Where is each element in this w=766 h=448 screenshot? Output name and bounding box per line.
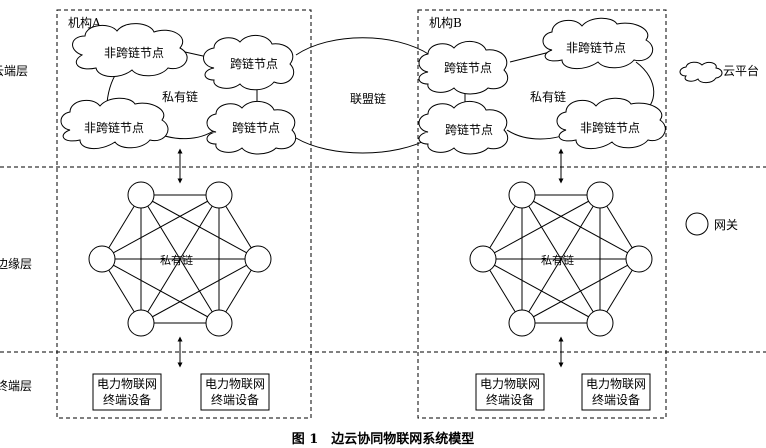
- device-a-2: 电力物联网 终端设备: [200, 373, 270, 411]
- legend-cloud-platform: 云平台: [679, 61, 759, 84]
- layer-label-edge: 边缘层: [0, 257, 32, 271]
- cloud-node-b-noncross-bottom: 非跨链节点: [556, 97, 666, 149]
- gateway-node: [127, 181, 155, 209]
- gateway-icon: [685, 212, 709, 236]
- cloud-node-label: 非跨链节点: [580, 120, 640, 135]
- gateway-node: [205, 309, 233, 337]
- private-chain-label-a: 私有链: [162, 89, 198, 104]
- legend-gateway: 网关: [685, 212, 738, 236]
- org-b-label: 机构B: [429, 15, 462, 30]
- legend-cloud-platform-label: 云平台: [723, 63, 759, 78]
- gateway-node: [625, 245, 653, 273]
- cloud-node-label: 跨链节点: [444, 60, 492, 75]
- cloud-node-label: 跨链节点: [230, 56, 278, 71]
- cloud-node-a-noncross-bottom: 非跨链节点: [60, 97, 169, 149]
- cloud-node-label: 非跨链节点: [84, 120, 144, 135]
- gateway-node: [586, 309, 614, 337]
- device-label-line1: 电力物联网: [205, 377, 265, 391]
- consortium-chain-bottom: [295, 137, 431, 154]
- cloud-node-a-noncross-top: 非跨链节点: [72, 23, 188, 77]
- gateway-link: [482, 194, 601, 260]
- org-b-box: [417, 9, 667, 419]
- private-chain-label-b: 私有链: [530, 89, 566, 104]
- device-label-line1: 电力物联网: [97, 377, 157, 391]
- device-a-1: 电力物联网 终端设备: [92, 373, 162, 411]
- cloud-node-label: 跨链节点: [445, 122, 493, 137]
- device-label-line2: 终端设备: [592, 392, 640, 407]
- cloud-node-label: 非跨链节点: [566, 40, 626, 55]
- gateway-link: [101, 258, 220, 324]
- device-label-line1: 电力物联网: [480, 377, 540, 391]
- cloud-node-a-cross-top: 跨链节点: [203, 35, 295, 91]
- device-label-line2: 终端设备: [103, 392, 151, 407]
- cloud-node-b-noncross-top: 非跨链节点: [542, 17, 654, 69]
- legend-gateway-label: 网关: [714, 218, 738, 232]
- org-a-box: [56, 9, 312, 419]
- gateway-link: [482, 258, 601, 324]
- device-b-2: 电力物联网 终端设备: [581, 373, 651, 411]
- gateway-node: [244, 245, 272, 273]
- gateway-node: [469, 245, 497, 273]
- gateway-link: [521, 258, 640, 324]
- gateway-node: [586, 181, 614, 209]
- consortium-chain-top: [295, 37, 431, 56]
- cloud-node-label: 非跨链节点: [104, 45, 164, 60]
- device-b-1: 电力物联网 终端设备: [475, 373, 545, 411]
- device-label-line2: 终端设备: [211, 392, 259, 407]
- private-chain-ring-b-top: [509, 51, 551, 63]
- gateway-link: [101, 194, 220, 260]
- gateway-node: [508, 309, 536, 337]
- gateway-network-b: [469, 181, 653, 337]
- cloud-node-label: 跨链节点: [232, 120, 280, 135]
- org-a-label: 机构A: [68, 15, 101, 30]
- cloud-node-b-cross-top: 跨链节点: [418, 41, 509, 95]
- cloud-node-b-cross-bottom: 跨链节点: [418, 101, 509, 155]
- gateway-node: [508, 181, 536, 209]
- layer-label-cloud: 云端层: [0, 64, 28, 78]
- gateway-link: [140, 258, 259, 324]
- gateway-node: [88, 245, 116, 273]
- gateway-node: [127, 309, 155, 337]
- device-label-line2: 终端设备: [486, 392, 534, 407]
- figure-caption: 图 1 边云协同物联网系统模型: [292, 431, 475, 447]
- gateway-node: [205, 181, 233, 209]
- device-label-line1: 电力物联网: [586, 377, 646, 391]
- consortium-chain-label: 联盟链: [350, 91, 386, 106]
- edge-private-chain-label-a: 私有链: [160, 253, 193, 267]
- layer-label-terminal: 终端层: [0, 378, 32, 393]
- cloud-node-a-cross-bottom: 跨链节点: [206, 101, 297, 155]
- edge-private-chain-label-b: 私有链: [541, 253, 574, 267]
- gateway-network-a: [88, 181, 272, 337]
